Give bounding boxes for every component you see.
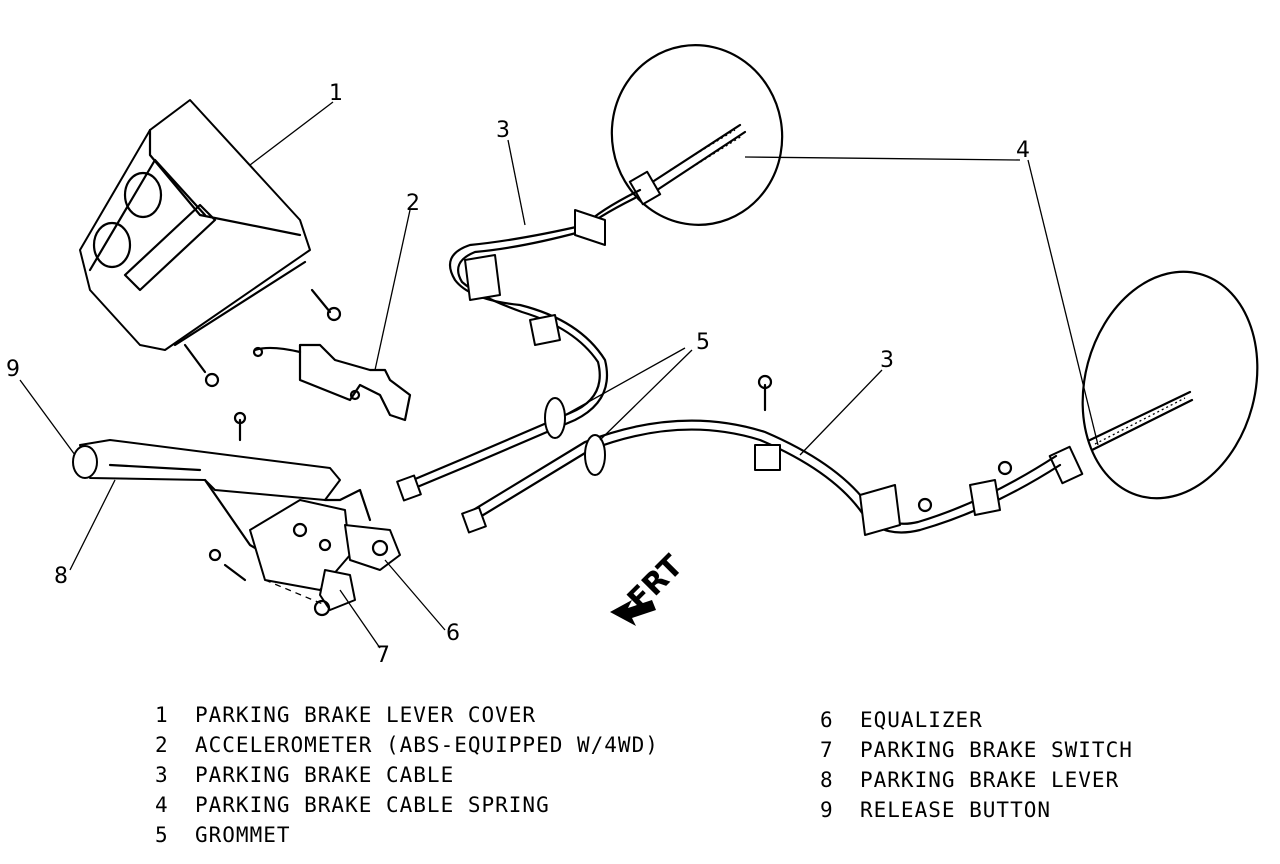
callout-2: 2 [406,191,420,216]
equalizer-part [344,524,401,571]
callout-3-lower: 3 [880,348,894,373]
callout-6: 6 [446,621,460,646]
callout-5: 5 [696,330,710,355]
parking-brake-lever-part [72,411,372,591]
front-direction-arrow: FRT [610,548,690,626]
callout-leaders [19,101,1099,649]
cable-spring-detail-lower [1048,270,1259,500]
callout-1: 1 [329,81,343,106]
accelerometer-part [252,343,412,422]
callout-3-upper: 3 [496,118,510,143]
lever-cover-part [79,99,342,388]
callout-8: 8 [54,564,68,589]
callout-9: 9 [6,357,20,382]
parking-brake-cable-upper [396,188,642,502]
callout-4: 4 [1016,138,1030,163]
cable-spring-detail-upper [610,44,784,226]
parking-brake-cable-lower [461,374,1062,536]
callout-numbers: 1 2 3 3 4 5 6 7 8 9 [6,81,1030,668]
callout-7: 7 [376,643,390,668]
